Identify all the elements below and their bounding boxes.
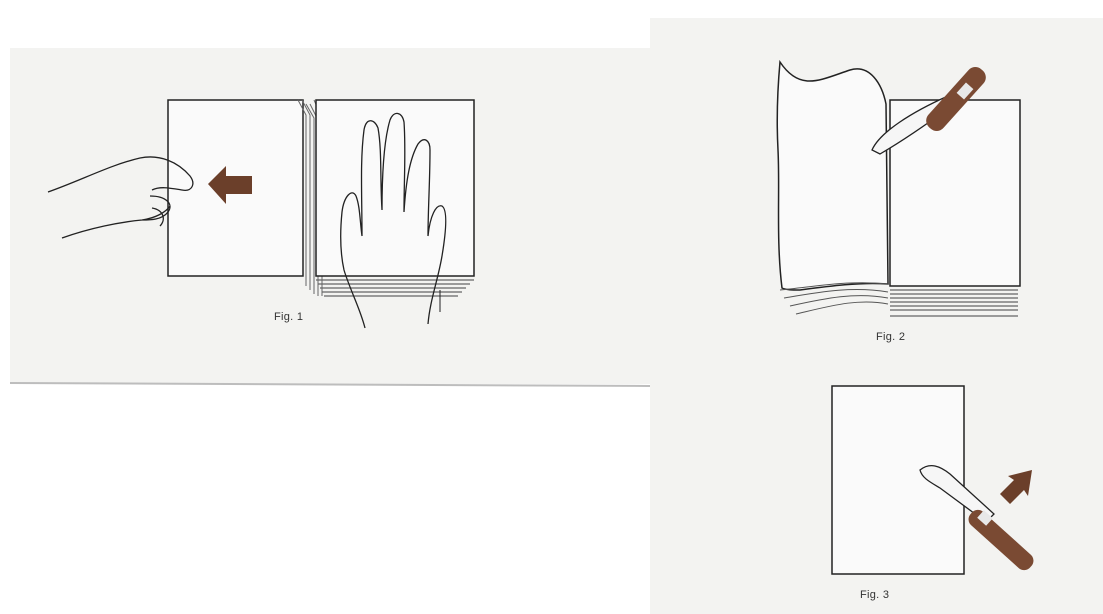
fig3-caption: Fig. 3 [860,589,889,601]
fig1-right-block [316,100,474,276]
fig1-caption: Fig. 1 [274,311,303,323]
fig2-curled-page [777,62,888,290]
fig2-caption: Fig. 2 [876,331,905,343]
